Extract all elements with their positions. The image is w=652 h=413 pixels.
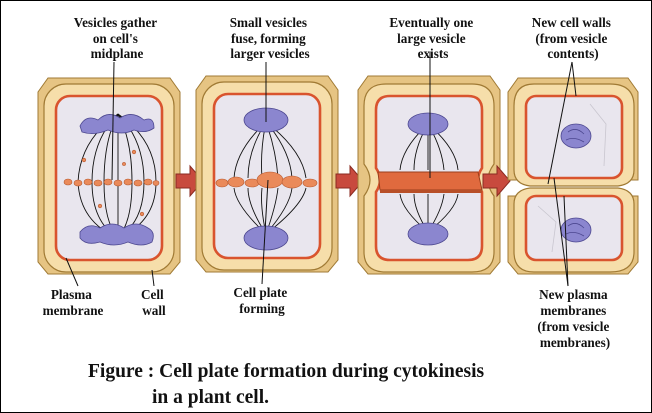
nucleus-top-3: [408, 113, 448, 135]
label-plasma-membrane: Plasma membrane: [43, 287, 104, 318]
cell-stage-3: [358, 76, 500, 274]
figure-caption-line-2: in a plant cell.: [152, 387, 269, 408]
label-small-vesicles: Small vesicles fuse, forming larger vesi…: [230, 15, 311, 61]
cell-stage-2: [196, 76, 338, 272]
nucleus-top-4: [561, 124, 591, 148]
cell-stage-4: [508, 78, 638, 274]
label-one-large-vesicle: Eventually one large vesicle exists: [389, 15, 476, 61]
nucleus-bottom-2: [244, 226, 288, 250]
label-cell-plate: Cell plate forming: [233, 285, 290, 316]
nucleus-bottom-3: [408, 223, 448, 245]
chromatin-bottom-1: [80, 224, 153, 245]
cell-stage-1: [38, 78, 180, 274]
label-vesicles-gather: Vesicles gather on cell's midplane: [74, 15, 160, 61]
label-new-cell-walls: New cell walls (from vesicle contents): [532, 15, 614, 61]
label-cell-wall: Cell wall: [141, 287, 167, 318]
figure-caption-line-1: Figure : Cell plate formation during cyt…: [88, 361, 485, 382]
label-new-plasma-membranes: New plasma membranes (from vesicle membr…: [537, 287, 612, 350]
